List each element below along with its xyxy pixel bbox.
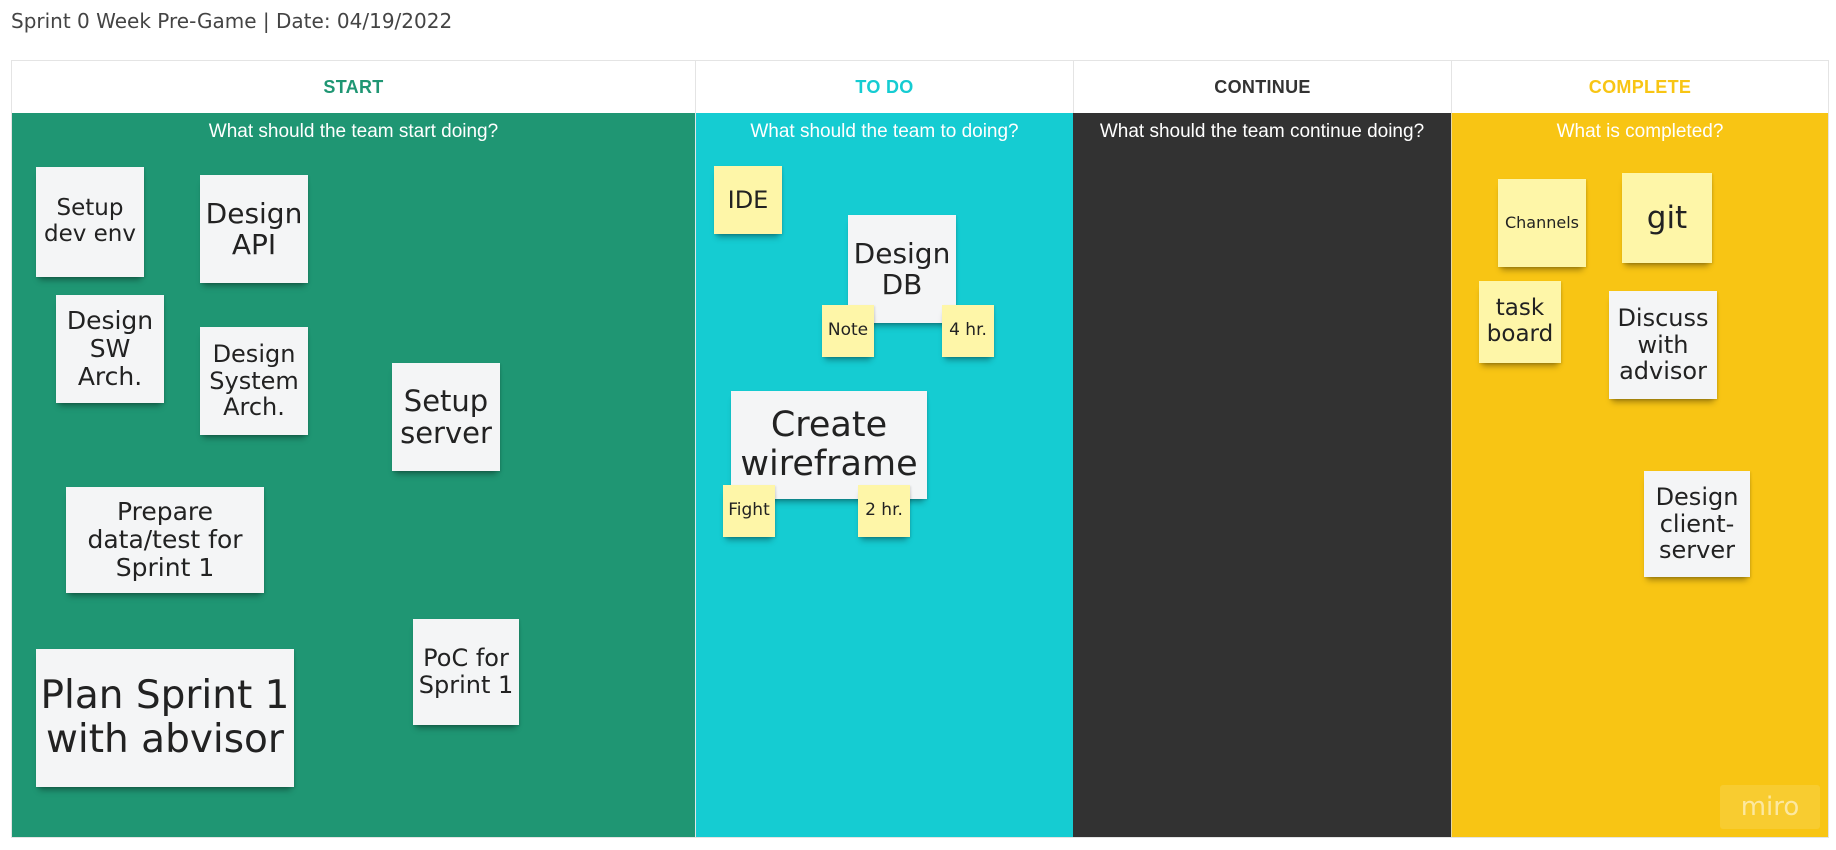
sticky-note[interactable]: Setup server <box>392 363 500 471</box>
sticky-note[interactable]: PoC for Sprint 1 <box>413 619 519 725</box>
column-todo[interactable]: What should the team to doing? IDE Desig… <box>695 113 1073 837</box>
column-header-complete[interactable]: COMPLETE <box>1451 61 1828 113</box>
sticky-note[interactable]: Prepare data/test for Sprint 1 <box>66 487 264 593</box>
sticky-note[interactable]: IDE <box>714 166 782 234</box>
column-question-start: What should the team start doing? <box>208 121 499 142</box>
sticky-note[interactable]: 2 hr. <box>858 485 910 537</box>
sticky-note[interactable]: Discuss with advisor <box>1609 291 1717 399</box>
column-question-continue: What should the team continue doing? <box>1099 121 1425 142</box>
column-question-complete: What is completed? <box>1556 121 1724 142</box>
sticky-note[interactable]: 4 hr. <box>942 305 994 357</box>
column-header-todo[interactable]: TO DO <box>695 61 1073 113</box>
sticky-note[interactable]: Design SW Arch. <box>56 295 164 403</box>
column-header-start[interactable]: START <box>12 61 695 113</box>
board-title: Sprint 0 Week Pre-Game | Date: 04/19/202… <box>11 9 453 33</box>
sticky-note[interactable]: git <box>1622 173 1712 263</box>
sticky-note[interactable]: Fight <box>723 485 775 537</box>
column-start[interactable]: What should the team start doing? Setup … <box>12 113 695 837</box>
sticky-note[interactable]: task board <box>1479 281 1561 363</box>
sticky-note[interactable]: Design System Arch. <box>200 327 308 435</box>
miro-watermark-logo: miro <box>1720 785 1820 829</box>
column-question-todo: What should the team to doing? <box>750 121 1019 142</box>
sticky-note[interactable]: Plan Sprint 1 with abvisor <box>36 649 294 787</box>
retro-board: START TO DO CONTINUE COMPLETE What shoul… <box>11 60 1829 838</box>
sticky-note[interactable]: Design API <box>200 175 308 283</box>
sticky-note[interactable]: Create wireframe <box>731 391 927 499</box>
sticky-note[interactable]: Design client-server <box>1644 471 1750 577</box>
column-continue[interactable]: What should the team continue doing? <box>1073 113 1451 837</box>
column-complete[interactable]: What is completed? Channels git task boa… <box>1451 113 1828 837</box>
column-header-continue[interactable]: CONTINUE <box>1073 61 1451 113</box>
sticky-note[interactable]: Setup dev env <box>36 167 144 277</box>
sticky-note[interactable]: Note <box>822 305 874 357</box>
sticky-note[interactable]: Channels <box>1498 179 1586 267</box>
